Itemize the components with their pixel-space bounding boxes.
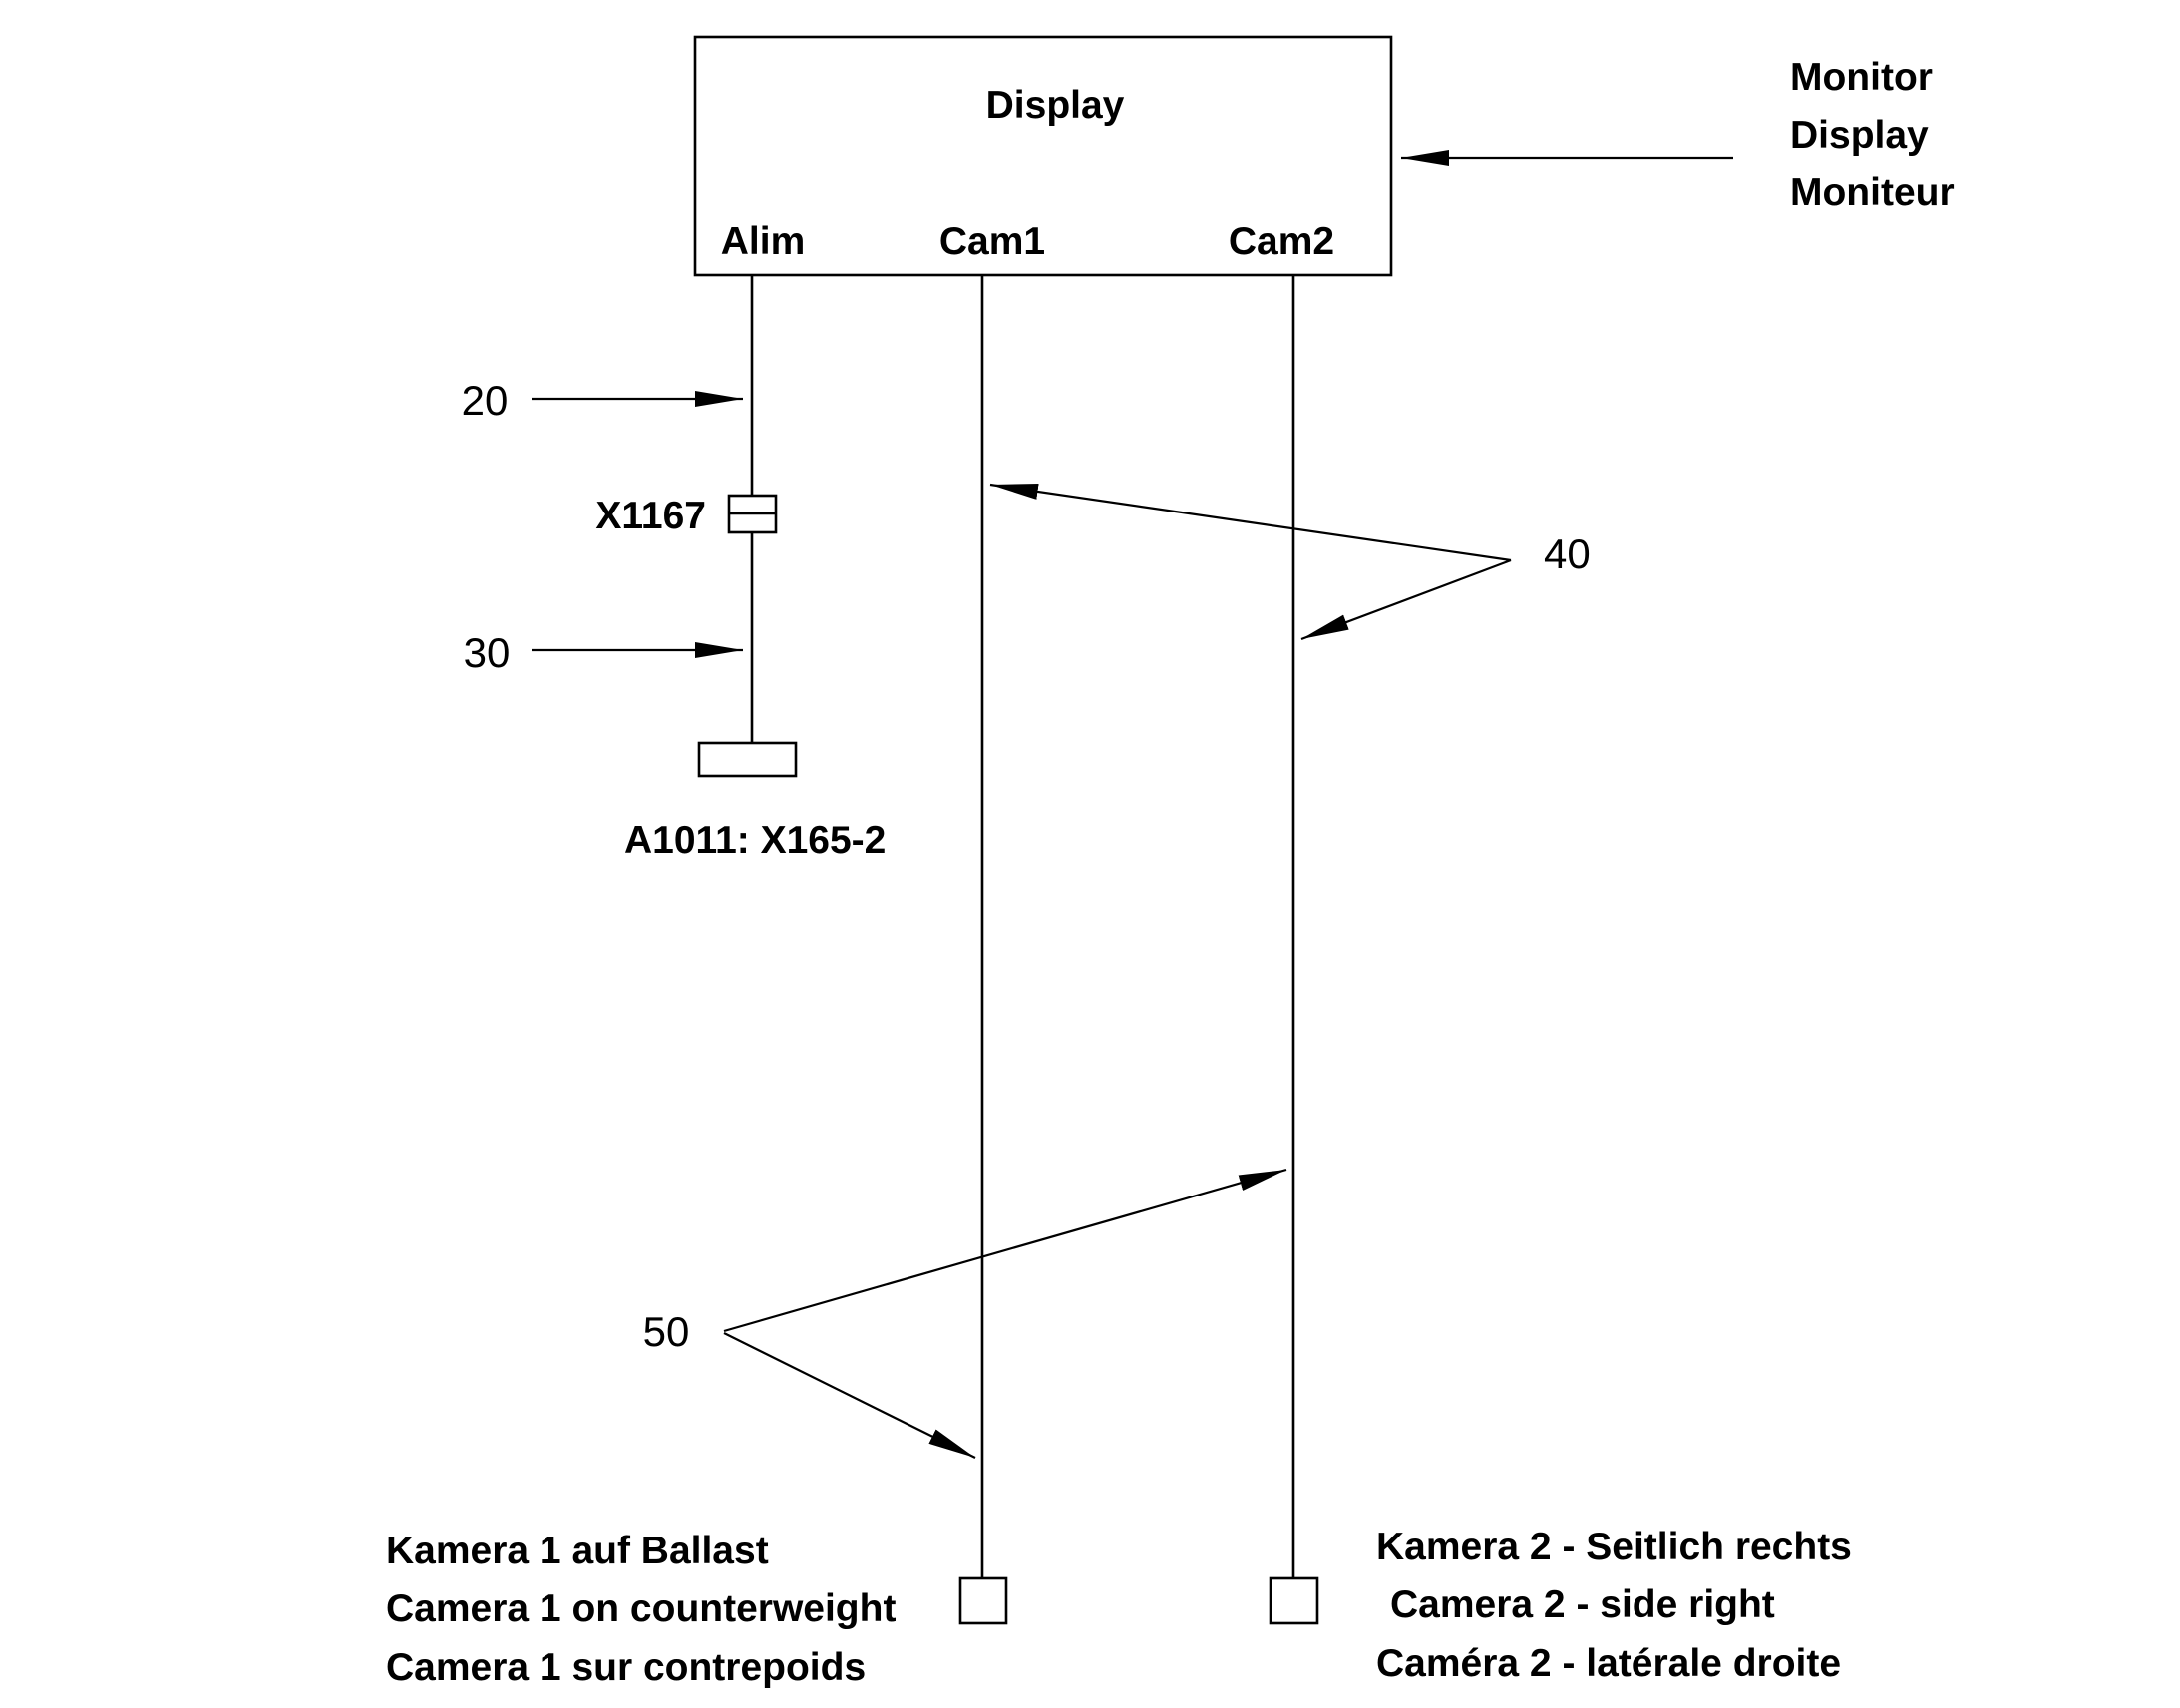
monitor-label-line-3: Moniteur — [1790, 171, 1955, 214]
terminal-a1011-label: A1011: X165-2 — [624, 819, 886, 861]
callout-40-label: 40 — [1544, 530, 1591, 577]
connector-x1167-label: X1167 — [595, 495, 706, 537]
callout-40-arrow-cam2 — [1300, 558, 1512, 641]
callout-50-arrow-cam2 — [723, 1168, 1287, 1333]
camera1-label-line-2: Camera 1 on counterweight — [386, 1587, 896, 1630]
callout-50-arrow-cam1 — [723, 1332, 976, 1459]
camera2-terminal — [1269, 1576, 1319, 1625]
callout-20-label: 20 — [462, 377, 509, 424]
callout-50-label: 50 — [643, 1308, 690, 1355]
monitor-label: Monitor Display Moniteur — [1790, 56, 1955, 214]
camera2-label-line-2: Camera 2 - side right — [1390, 1583, 1775, 1626]
camera1-label-line-1: Kamera 1 auf Ballast — [386, 1530, 769, 1572]
monitor-label-line-2: Display — [1790, 114, 1929, 157]
port-label-cam1: Cam1 — [939, 220, 1045, 263]
monitor-label-line-1: Monitor — [1790, 56, 1933, 99]
camera1-label-line-3: Camera 1 sur contrepoids — [386, 1646, 866, 1689]
callout-40-arrow-cam1 — [989, 483, 1512, 562]
camera1-terminal — [958, 1576, 1008, 1625]
camera2-label-line-3: Caméra 2 - latérale droite — [1376, 1642, 1841, 1685]
camera2-label-line-1: Kamera 2 - Seitlich rechts — [1376, 1526, 1852, 1568]
camera1-label: Kamera 1 auf Ballast Camera 1 on counter… — [386, 1530, 907, 1689]
port-label-cam2: Cam2 — [1229, 220, 1334, 263]
camera2-label: Kamera 2 - Seitlich rechts Camera 2 - si… — [1376, 1526, 1863, 1685]
display-title: Display — [986, 84, 1125, 127]
callout-30-label: 30 — [464, 629, 511, 676]
port-label-alim: Alim — [721, 220, 806, 263]
terminal-a1011 — [697, 741, 798, 778]
display-box — [693, 35, 1393, 277]
